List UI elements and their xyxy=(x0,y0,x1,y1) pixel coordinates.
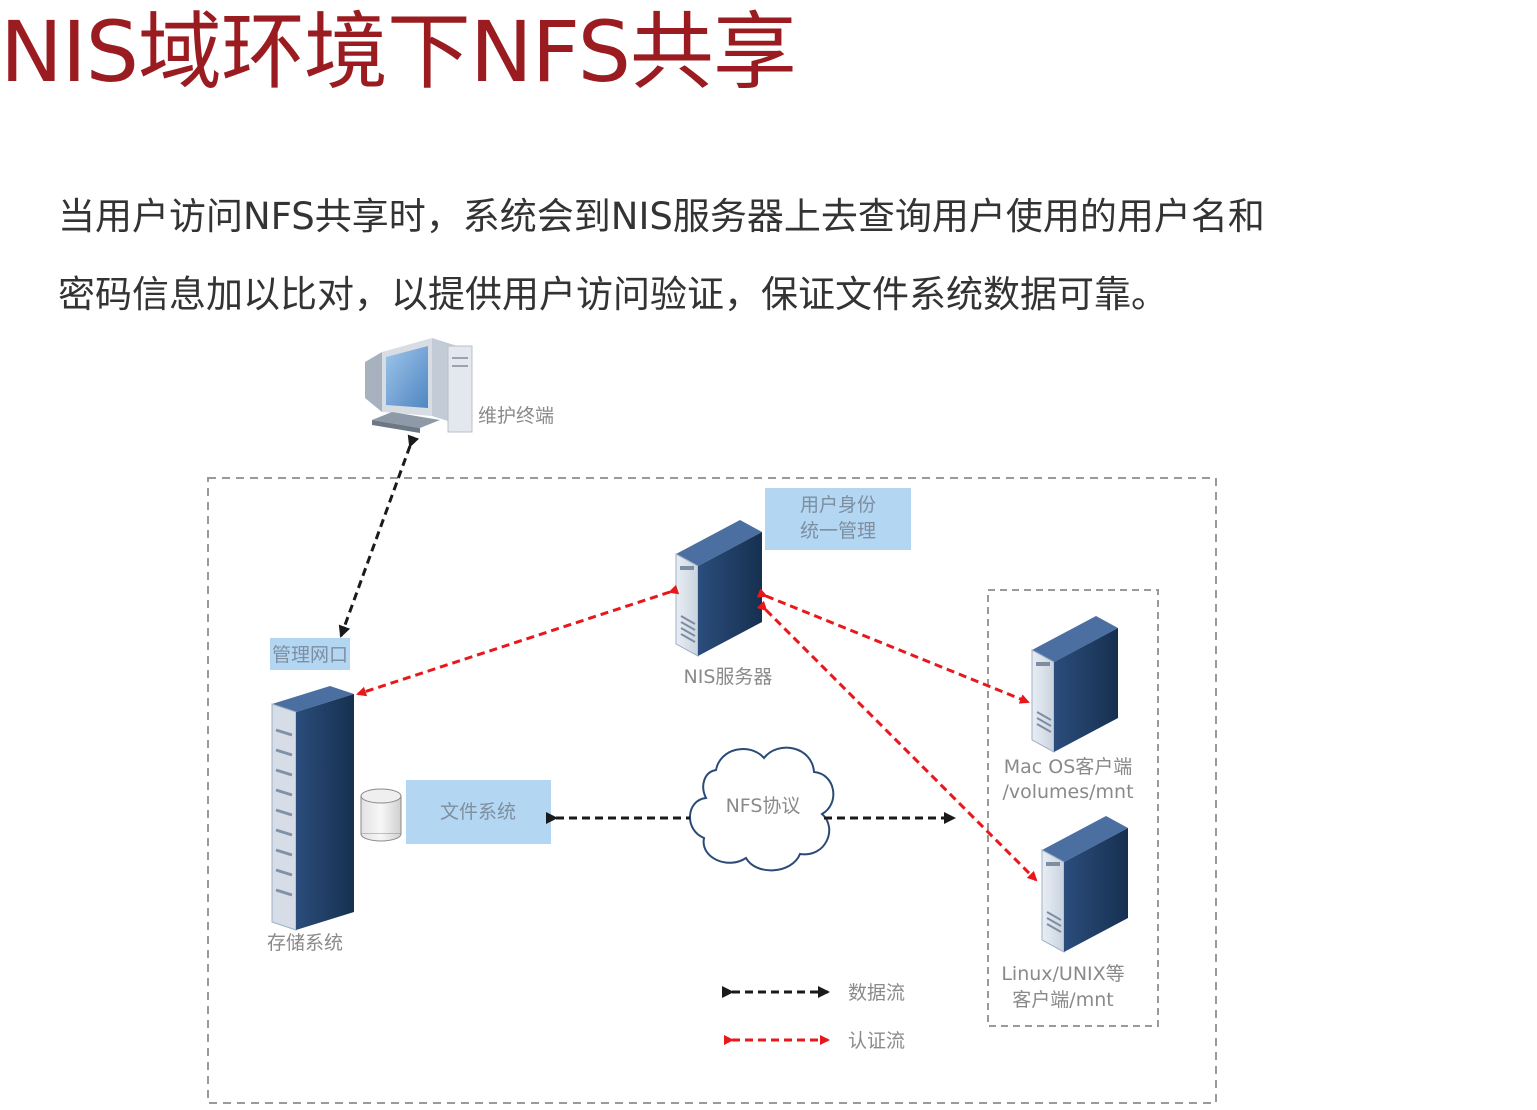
linux-client-icon xyxy=(1041,816,1128,953)
storage-rack-icon xyxy=(271,686,354,931)
slide-body: 当用户访问NFS共享时，系统会到NIS服务器上去查询用户使用的用户名和 密码信息… xyxy=(58,178,1533,334)
nfs-label: NFS协议 xyxy=(726,795,801,817)
terminal-to-mgmt-arrow xyxy=(338,434,420,638)
terminal-icon xyxy=(365,338,473,433)
terminal-label: 维护终端 xyxy=(478,405,554,427)
mgmt-port-label: 管理网口 xyxy=(272,644,348,666)
database-icon xyxy=(360,788,402,842)
mac-client-line2: /volumes/mnt xyxy=(1002,781,1133,803)
legend-data-flow-label: 数据流 xyxy=(848,982,905,1004)
filesystem-label: 文件系统 xyxy=(440,801,516,823)
legend-auth-flow-label: 认证流 xyxy=(848,1030,905,1052)
body-line-1: 当用户访问NFS共享时，系统会到NIS服务器上去查询用户使用的用户名和 xyxy=(58,195,1265,238)
linux-client-line1: Linux/UNIX等 xyxy=(1001,963,1124,985)
storage-domain-boundary xyxy=(207,477,1217,1104)
slide-title: NIS域环境下NFS共享 xyxy=(0,3,797,101)
identity-box-line2: 统一管理 xyxy=(800,520,876,542)
body-line-2: 密码信息加以比对，以提供用户访问验证，保证文件系统数据可靠。 xyxy=(58,273,1168,316)
identity-box-line1: 用户身份 xyxy=(800,494,876,516)
mac-client-icon xyxy=(1031,616,1118,753)
client-group-boundary xyxy=(987,589,1159,1027)
nis-label: NIS服务器 xyxy=(684,666,773,688)
mgmt-port-box xyxy=(270,638,350,670)
identity-box xyxy=(765,488,911,550)
nis-to-linux-arrow xyxy=(756,600,1038,882)
mac-client-line1: Mac OS客户端 xyxy=(1004,756,1133,778)
filesystem-box xyxy=(406,780,551,844)
nis-to-storage-arrow xyxy=(356,584,680,697)
storage-label: 存储系统 xyxy=(267,932,343,954)
linux-client-line2: 客户端/mnt xyxy=(1012,989,1113,1011)
nis-server-icon xyxy=(675,520,762,657)
